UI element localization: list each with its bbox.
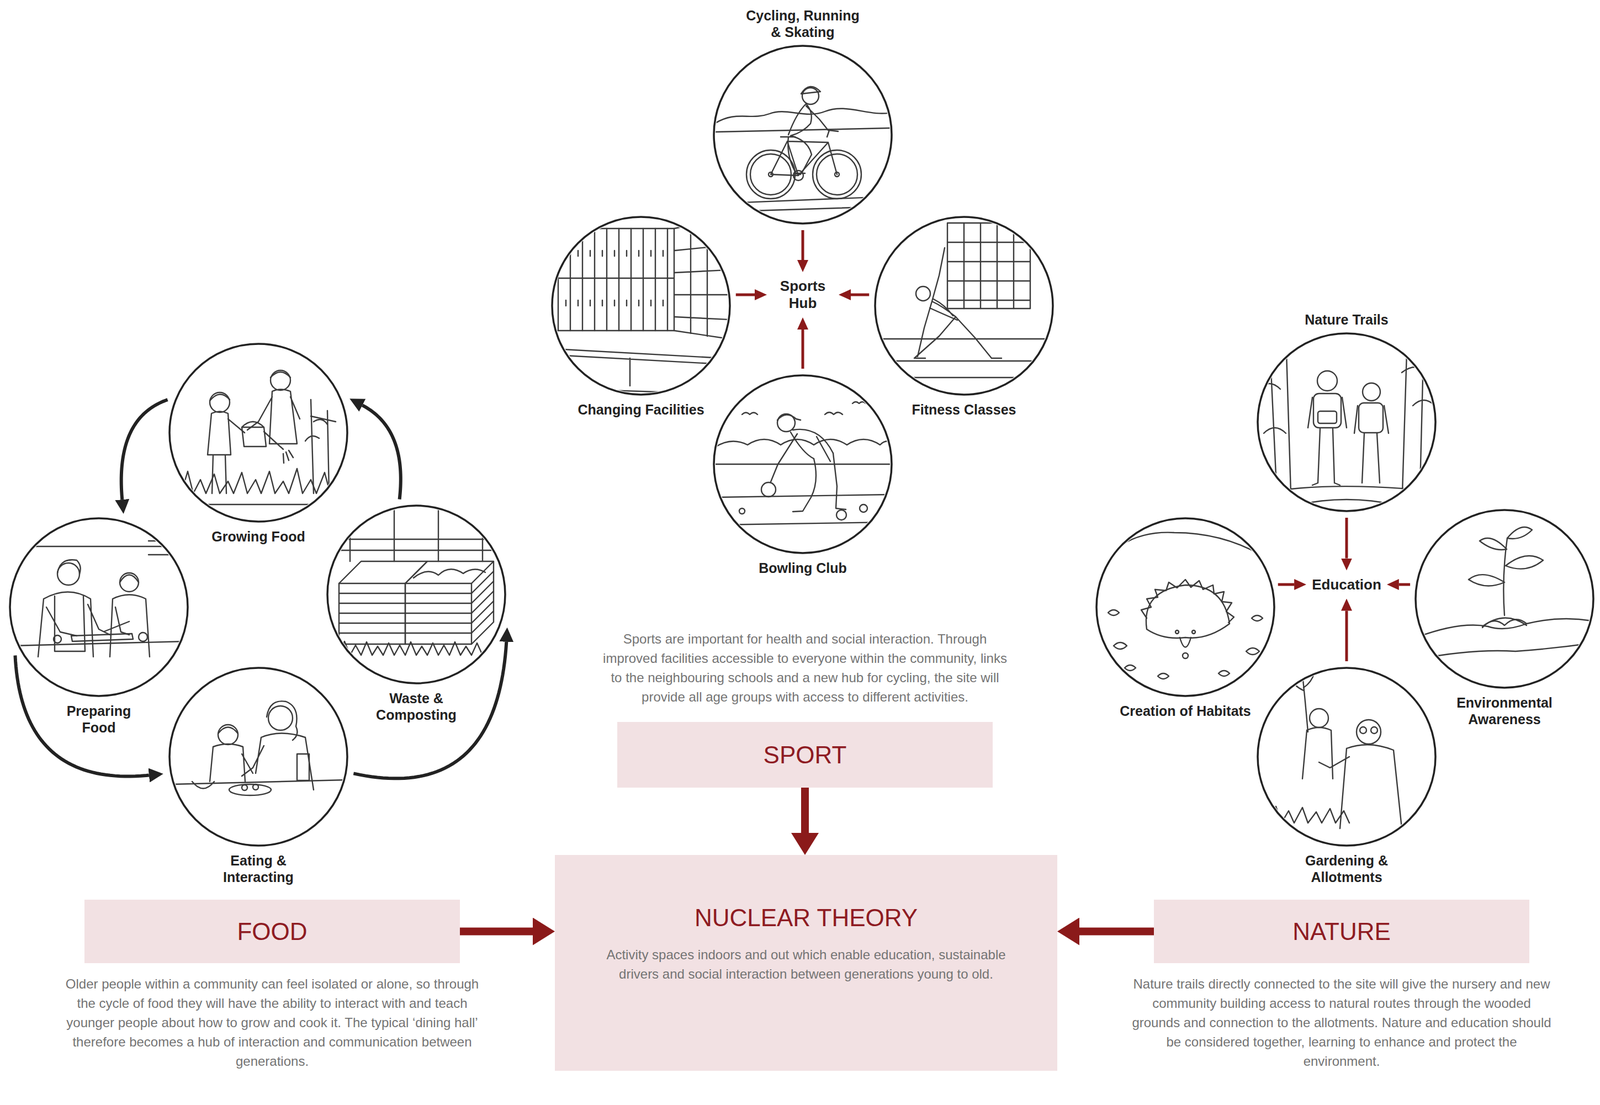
circle-outline	[551, 215, 731, 396]
circle-label: Cycling, Running & Skating	[739, 7, 867, 41]
activity-circle: Cycling, Running & Skating	[712, 44, 893, 225]
circle-label: Bowling Club	[711, 559, 894, 577]
circle-label: Growing Food	[211, 528, 306, 545]
circle-label: Preparing Food	[51, 702, 146, 736]
activity-circle: Gardening & Allotments	[1256, 666, 1437, 847]
cycle-arrow	[121, 399, 168, 500]
hub-text: Sports Hub	[772, 277, 834, 312]
circle-label: Eating & Interacting	[211, 852, 306, 886]
hedgehog-sketch	[1097, 532, 1274, 680]
cyclist-sketch	[714, 86, 892, 213]
circle-label: Fitness Classes	[872, 401, 1056, 418]
flow-arrow	[1399, 583, 1411, 587]
circle-label: Environmental Awareness	[1438, 694, 1571, 728]
band-text: Older people within a community can feel…	[62, 974, 482, 1072]
trail-sketch	[1258, 334, 1435, 511]
theme-band: NATURENature trails directly connected t…	[1153, 899, 1530, 964]
circle-outline	[1257, 333, 1436, 512]
activity-circle: Waste & Composting	[326, 504, 507, 685]
circle-outline	[168, 666, 349, 847]
flow-arrow	[801, 230, 805, 261]
circle-outline	[8, 517, 189, 698]
circle-outline	[552, 216, 730, 395]
band-text: Nature trails directly connected to the …	[1131, 974, 1552, 1072]
eating-sketch	[170, 701, 347, 796]
circle-outline	[712, 44, 893, 225]
circle-outline	[1414, 509, 1595, 690]
circle-outline	[1257, 668, 1436, 846]
circle-outline	[1256, 666, 1437, 847]
circle-outline	[713, 45, 892, 224]
band-heading: NUCLEAR THEORY	[554, 903, 1058, 934]
activity-circle: Growing Food	[168, 342, 349, 523]
seedling-sketch	[1416, 527, 1593, 660]
circle-outline	[1256, 332, 1437, 513]
bowls-sketch	[714, 401, 892, 526]
circle-outline	[327, 505, 506, 684]
flow-arrow	[1344, 611, 1348, 662]
activity-circle: Bowling Club	[712, 374, 893, 555]
circle-outline	[1095, 517, 1276, 698]
circle-outline	[873, 215, 1054, 396]
compost-sketch	[327, 506, 505, 656]
cycle-arrow	[353, 642, 507, 780]
gardening-sketch	[1258, 665, 1402, 829]
cycle-arrow	[14, 655, 149, 777]
activity-circle: Nature Trails	[1256, 332, 1437, 513]
circle-label: Changing Facilities	[549, 401, 733, 418]
lockers-sketch	[552, 217, 730, 395]
hub-text: Education	[1311, 576, 1382, 594]
circle-outline	[169, 343, 348, 522]
hub-label: Education	[1311, 576, 1382, 594]
circle-outline	[169, 668, 348, 846]
hub-label: Sports Hub	[772, 277, 834, 312]
growing-sketch	[170, 370, 347, 505]
flow-arrow	[801, 787, 809, 834]
circle-label: Nature Trails	[1255, 311, 1438, 328]
activity-circle: Changing Facilities	[551, 215, 731, 396]
activity-circle: Preparing Food	[8, 517, 189, 698]
circle-label: Creation of Habitats	[1094, 702, 1277, 720]
circle-outline	[326, 504, 507, 685]
flow-arrow	[850, 293, 870, 297]
core-box: NUCLEAR THEORY Activity spaces indoors an…	[554, 855, 1058, 1072]
flow-arrow	[1278, 583, 1295, 587]
activity-circle: Environmental Awareness	[1414, 509, 1595, 690]
circle-outline	[712, 374, 893, 555]
flow-arrow	[459, 928, 533, 936]
theme-band: SPORTSports are important for health and…	[617, 722, 993, 788]
theme-band: FOODOlder people within a community can …	[84, 899, 460, 964]
flow-arrow	[735, 293, 755, 297]
circle-outline	[1096, 518, 1275, 697]
box-text: Activity spaces indoors and out which en…	[585, 945, 1027, 984]
activity-circle: Fitness Classes	[873, 215, 1054, 396]
yoga-sketch	[875, 223, 1053, 378]
flow-arrow	[1079, 928, 1154, 936]
cycle-arrow	[362, 405, 401, 500]
activity-circle: Creation of Habitats	[1095, 517, 1276, 698]
activity-circle: Eating & Interacting	[168, 666, 349, 847]
circle-outline	[1415, 510, 1594, 688]
cooking-sketch	[10, 541, 188, 658]
circle-outline	[9, 518, 188, 697]
circle-label: Gardening & Allotments	[1291, 852, 1402, 886]
circle-outline	[875, 216, 1053, 395]
band-text: Sports are important for health and soci…	[600, 629, 1010, 707]
circle-outline	[168, 342, 349, 523]
flow-arrow	[1344, 517, 1348, 559]
circle-outline	[713, 375, 892, 554]
band-heading: SPORT	[617, 722, 993, 788]
flow-arrow	[801, 329, 805, 369]
band-heading: NATURE	[1153, 899, 1530, 964]
band-heading: FOOD	[84, 899, 460, 964]
circle-label: Waste & Composting	[369, 690, 464, 724]
